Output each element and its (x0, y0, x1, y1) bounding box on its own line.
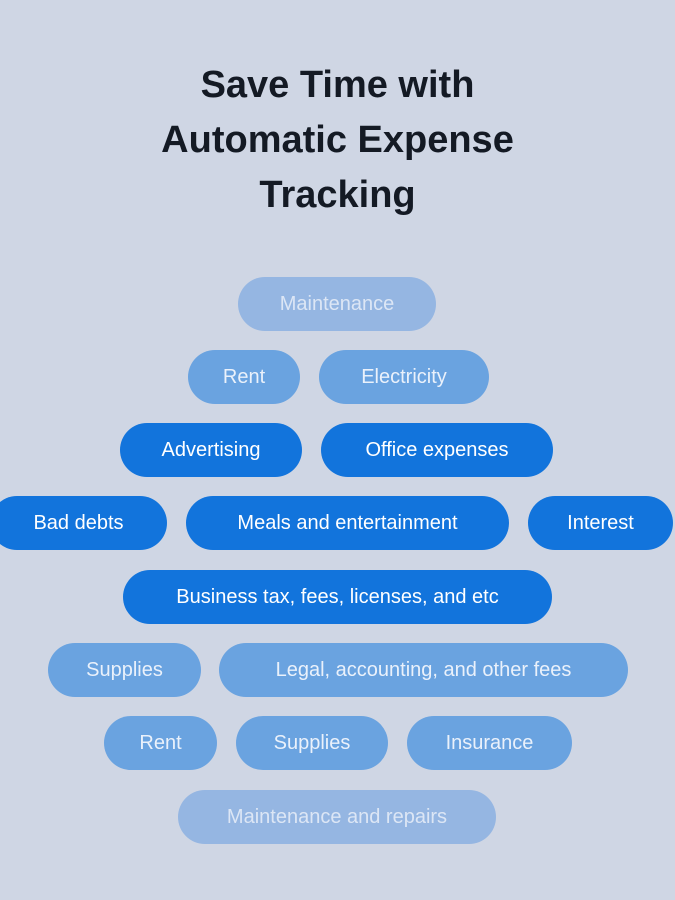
tag-meals-and-entertainment[interactable]: Meals and entertainment (186, 496, 509, 550)
tag-interest[interactable]: Interest (528, 496, 673, 550)
tag-maintenance[interactable]: Maintenance (238, 277, 436, 331)
tag-bad-debts[interactable]: Bad debts (0, 496, 167, 550)
tag-supplies[interactable]: Supplies (48, 643, 201, 697)
tag-electricity[interactable]: Electricity (319, 350, 489, 404)
tag-legal-accounting-fees[interactable]: Legal, accounting, and other fees (219, 643, 628, 697)
tag-rent-2[interactable]: Rent (104, 716, 217, 770)
title-line-1: Save Time with (200, 64, 475, 106)
tag-maintenance-and-repairs[interactable]: Maintenance and repairs (178, 790, 496, 844)
tag-insurance[interactable]: Insurance (407, 716, 572, 770)
tag-advertising[interactable]: Advertising (120, 423, 302, 477)
tag-supplies-2[interactable]: Supplies (236, 716, 388, 770)
title-line-3: Tracking (259, 174, 416, 216)
tag-rent[interactable]: Rent (188, 350, 300, 404)
page-title: Save Time with Automatic Expense Trackin… (0, 58, 675, 223)
tag-office-expenses[interactable]: Office expenses (321, 423, 553, 477)
title-line-2: Automatic Expense (161, 119, 514, 161)
tag-business-tax[interactable]: Business tax, fees, licenses, and etc (123, 570, 552, 624)
